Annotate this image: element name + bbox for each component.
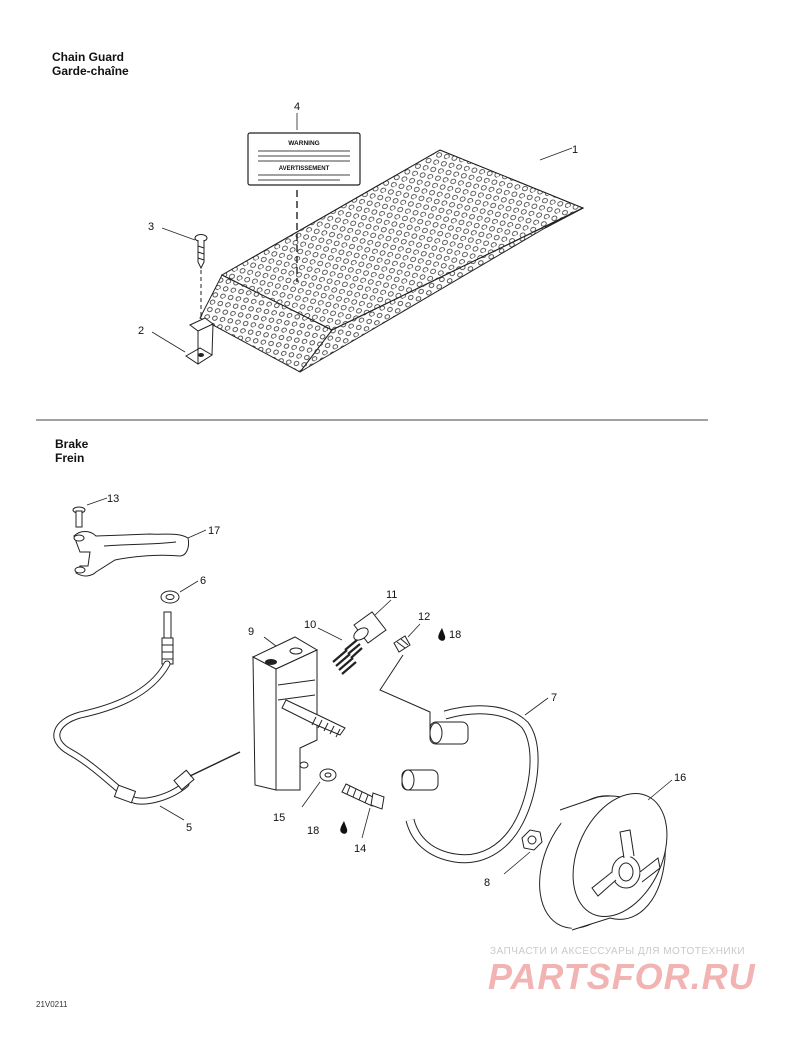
adjuster-rod	[281, 699, 346, 738]
callout-7: 7	[551, 692, 557, 704]
brake-section-title: Brake Frein	[55, 437, 88, 465]
watermark-logo: PARTSFOR.RU	[488, 956, 756, 997]
circlip-part-6	[160, 580, 199, 604]
washer-part-15	[301, 768, 337, 808]
chain-guard-assembly: WARNING AVERTISSEMENT	[138, 101, 585, 373]
warning-label-heading-fr: AVERTISSEMENT	[279, 166, 330, 172]
figure-code: 21V0211	[36, 1000, 68, 1009]
callout-1: 1	[572, 144, 578, 156]
callout-11: 11	[386, 589, 397, 601]
bolt-part-13	[72, 497, 108, 528]
callout-2: 2	[138, 325, 144, 337]
callout-14: 14	[354, 843, 366, 855]
brake-lever-part-17	[73, 529, 207, 577]
callout-9: 9	[248, 626, 254, 638]
warning-label-part-4: WARNING AVERTISSEMENT	[247, 132, 361, 282]
chain-guard-part-1	[199, 149, 585, 373]
callout-18a: 18	[449, 629, 461, 641]
loctite-drop-icon-b	[340, 821, 348, 834]
clip-nut-part-2	[185, 317, 214, 365]
brake-band-part-7	[401, 697, 549, 864]
callout-5: 5	[186, 822, 192, 834]
watermark-tagline: ЗАПЧАСТИ И АКСЕССУАРЫ ДЛЯ МОТОТЕХНИКИ	[490, 946, 746, 957]
chain-guard-title-en: Chain Guard	[52, 50, 125, 64]
callout-13: 13	[107, 493, 119, 505]
chain-guard-title-fr: Garde-chaîne	[52, 64, 129, 78]
bolt-part-14	[341, 783, 385, 839]
brake-title-fr: Frein	[55, 451, 85, 465]
spring-part-10	[317, 627, 363, 675]
brake-title-en: Brake	[55, 437, 89, 451]
callout-8: 8	[484, 877, 490, 889]
callout-10: 10	[304, 619, 316, 631]
chain-guard-section-title: Chain Guard Garde-chaîne	[52, 50, 129, 78]
callout-6: 6	[200, 575, 206, 587]
pin-part-11	[353, 599, 392, 644]
callout-16: 16	[674, 772, 686, 784]
callout-17: 17	[208, 525, 220, 537]
nut-part-8	[503, 829, 543, 875]
screw-part-3	[194, 234, 208, 318]
callout-4: 4	[294, 101, 300, 113]
set-screw-part-12	[393, 623, 421, 653]
loctite-drop-icon-a	[438, 628, 446, 641]
callout-15: 15	[273, 812, 285, 824]
brake-cable-part-5	[53, 611, 241, 821]
callout-18b: 18	[307, 825, 319, 837]
warning-label-heading: WARNING	[288, 140, 319, 147]
callout-3: 3	[148, 221, 154, 233]
caliper-bracket-part-9	[251, 636, 319, 791]
brake-drum-part-16	[539, 779, 673, 931]
callout-12: 12	[418, 611, 430, 623]
brake-assembly: 13 17 6 9 10 11 12 18 7 16 15 18 14 5 8	[53, 493, 686, 931]
